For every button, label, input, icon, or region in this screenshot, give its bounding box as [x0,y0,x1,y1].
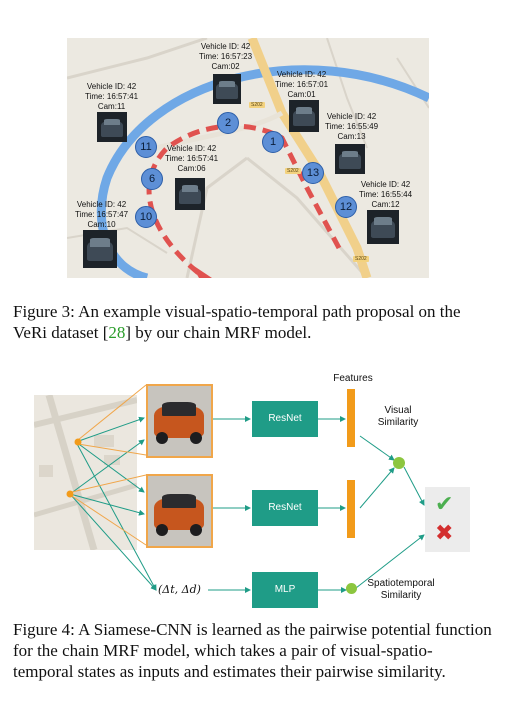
feature-vector-top [347,389,355,447]
camera-node: 2 [217,112,239,134]
vehicle-photo-bottom [146,474,213,548]
camera-node: 6 [141,168,163,190]
road-marker: S202 [285,168,301,174]
citation-link[interactable]: 28 [108,323,126,342]
vehicle-thumb [367,210,399,244]
visual-similarity-label: Visual Similarity [377,405,419,428]
figure3-caption: Figure 3: An example visual-spatio-tempo… [13,302,461,342]
road-marker: S202 [353,256,369,262]
camera-node: 10 [135,206,157,228]
mlp-box: MLP [252,572,318,608]
vehicle-thumb [289,100,319,132]
trajectory-arrow [191,264,212,278]
camera-node: 11 [135,136,157,158]
vehicle-thumb [83,230,117,268]
trajectory-path [146,123,342,278]
camera-node: 13 [302,162,324,184]
vehicle-thumb [175,178,205,210]
features-label: Features [333,373,373,384]
camera-node: 12 [335,196,357,218]
figure4-map [34,395,137,550]
vehicle-thumb [97,112,127,142]
resnet-top-box: ResNet [252,401,318,437]
road-marker: S202 [249,102,265,108]
vehicle-thumb [335,144,365,174]
decision-panel: ✔ ✖ [425,487,470,552]
resnet-bottom-box: ResNet [252,490,318,526]
visual-similarity-node [393,457,405,469]
delta-input: (Δt, Δd) [158,583,201,596]
vehicle-photo-top [146,384,213,458]
figure4-caption: Figure 4: A Siamese-CNN is learned as th… [13,620,492,681]
camera-node: 1 [262,131,284,153]
cross-icon: ✖ [435,521,454,546]
feature-vector-bottom [347,480,355,538]
spatiotemporal-similarity-node [346,583,357,594]
spatiotemporal-similarity-label: Spatiotemporal Similarity [367,578,435,601]
vehicle-thumb [213,74,241,104]
check-icon: ✔ [435,492,454,517]
